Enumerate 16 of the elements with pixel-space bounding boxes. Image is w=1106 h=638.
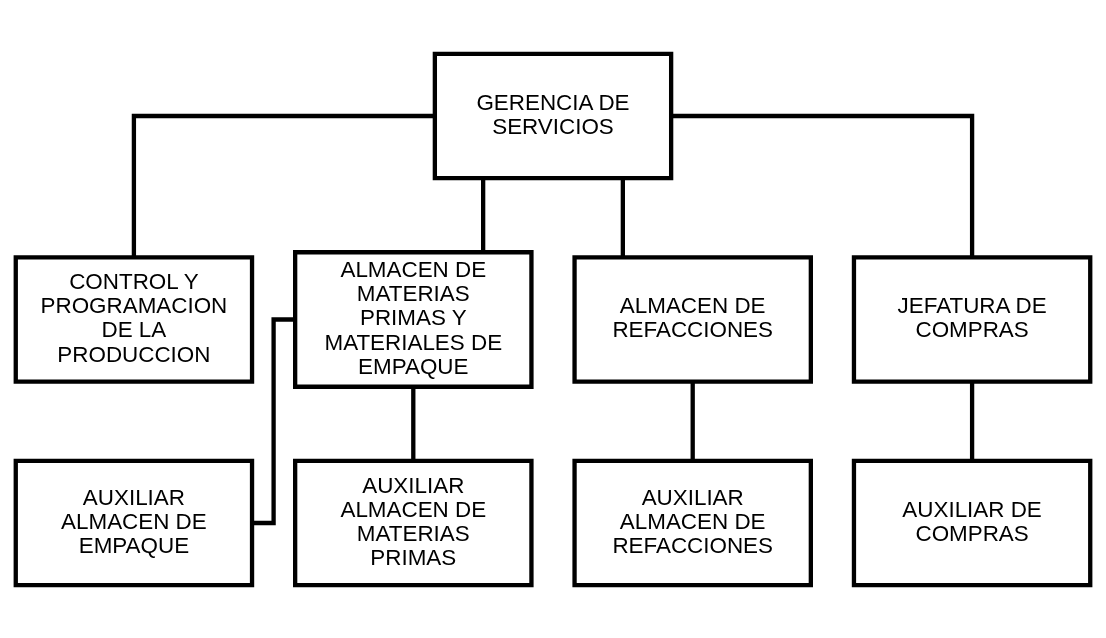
connector xyxy=(671,113,975,257)
node-box: CONTROL Y PROGRAMACION DE LA PRODUCCION xyxy=(13,254,255,384)
node-box: AUXILIAR ALMACEN DE EMPAQUE xyxy=(13,458,255,587)
connector xyxy=(690,381,695,461)
connector xyxy=(411,386,416,460)
connector xyxy=(969,381,975,461)
connector xyxy=(481,177,486,252)
connector xyxy=(131,113,435,257)
node-box: AUXILIAR ALMACEN DE MATERIAS PRIMAS xyxy=(293,458,534,587)
connector xyxy=(620,177,625,257)
node-box: ALMACEN DE MATERIAS PRIMAS Y MATERIALES DE EMPAQUE xyxy=(293,249,534,389)
node-box: AUXILIAR DE COMPRAS xyxy=(851,458,1093,587)
node-box: GERENCIA DE SERVICIOS xyxy=(432,51,674,180)
node-box: ALMACEN DE REFACCIONES xyxy=(572,254,813,384)
node-box: AUXILIAR ALMACEN DE REFACCIONES xyxy=(572,458,813,587)
node-box: JEFATURA DE COMPRAS xyxy=(851,254,1093,384)
